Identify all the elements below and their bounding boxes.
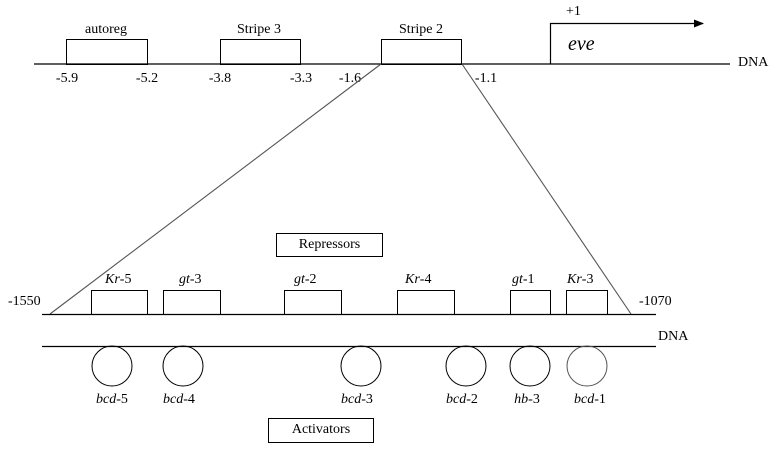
enhancer-stripe3-label: Stripe 3 (237, 22, 281, 37)
svg-text:bcd-1: bcd-1 (574, 392, 606, 407)
activators-legend: Activators (268, 418, 374, 443)
svg-text:gt-3: gt-3 (179, 272, 202, 287)
enhancer-autoreg-start: -5.9 (56, 71, 78, 86)
svg-text:Kr-5: Kr-5 (104, 272, 131, 287)
activator-site: hb-3 (509, 345, 551, 407)
zoom-line-left (49, 63, 382, 315)
enhancer-autoreg-end: -5.2 (136, 71, 158, 86)
repressor-site: gt-1 (510, 272, 551, 315)
activator-site: bcd-2 (445, 345, 487, 407)
enhancer-stripe2-end: -1.1 (475, 71, 497, 86)
top-dna-label: DNA (738, 55, 769, 70)
enhancer-stripe3 (220, 39, 301, 65)
activator-site: bcd-1 (566, 345, 608, 407)
svg-text:bcd-5: bcd-5 (96, 392, 128, 407)
enhancer-stripe3-end: -3.3 (290, 71, 312, 86)
tss-arrow (549, 19, 704, 64)
repressor-site: gt-3 (163, 272, 221, 315)
repressor-site: Kr-4 (397, 272, 455, 315)
enhancer-stripe2-label: Stripe 2 (399, 22, 443, 37)
tss-label: +1 (566, 4, 581, 19)
svg-text:bcd-3: bcd-3 (341, 392, 373, 407)
enhancer-stripe2-start: -1.6 (339, 71, 361, 86)
svg-text:gt-1: gt-1 (512, 272, 535, 287)
svg-text:bcd-2: bcd-2 (446, 392, 478, 407)
svg-text:Kr-3: Kr-3 (566, 272, 593, 287)
enhancer-stripe3-start: -3.8 (209, 71, 231, 86)
enhancer-autoreg (66, 39, 148, 65)
svg-text:gt-2: gt-2 (294, 272, 317, 287)
zoom-right-coord: -1070 (639, 294, 672, 309)
zoom-dna-label: DNA (658, 329, 689, 344)
repressor-site: gt-2 (284, 272, 342, 315)
repressors-legend: Repressors (276, 233, 383, 257)
repressor-site: Kr-3 (566, 272, 608, 315)
enhancer-autoreg-label: autoreg (85, 22, 127, 37)
repressor-site: Kr-5 (91, 272, 148, 315)
activator-site: bcd-4 (162, 345, 204, 407)
zoom-left-coord: -1550 (8, 294, 41, 309)
svg-text:Kr-4: Kr-4 (404, 272, 431, 287)
svg-text:bcd-4: bcd-4 (163, 392, 195, 407)
zoom-line-right (461, 63, 632, 315)
svg-text:hb-3: hb-3 (514, 392, 540, 407)
gene-name-eve: eve (568, 33, 595, 55)
enhancer-stripe2 (381, 39, 462, 65)
activator-site: bcd-3 (340, 345, 382, 407)
activator-site: bcd-5 (91, 345, 133, 407)
